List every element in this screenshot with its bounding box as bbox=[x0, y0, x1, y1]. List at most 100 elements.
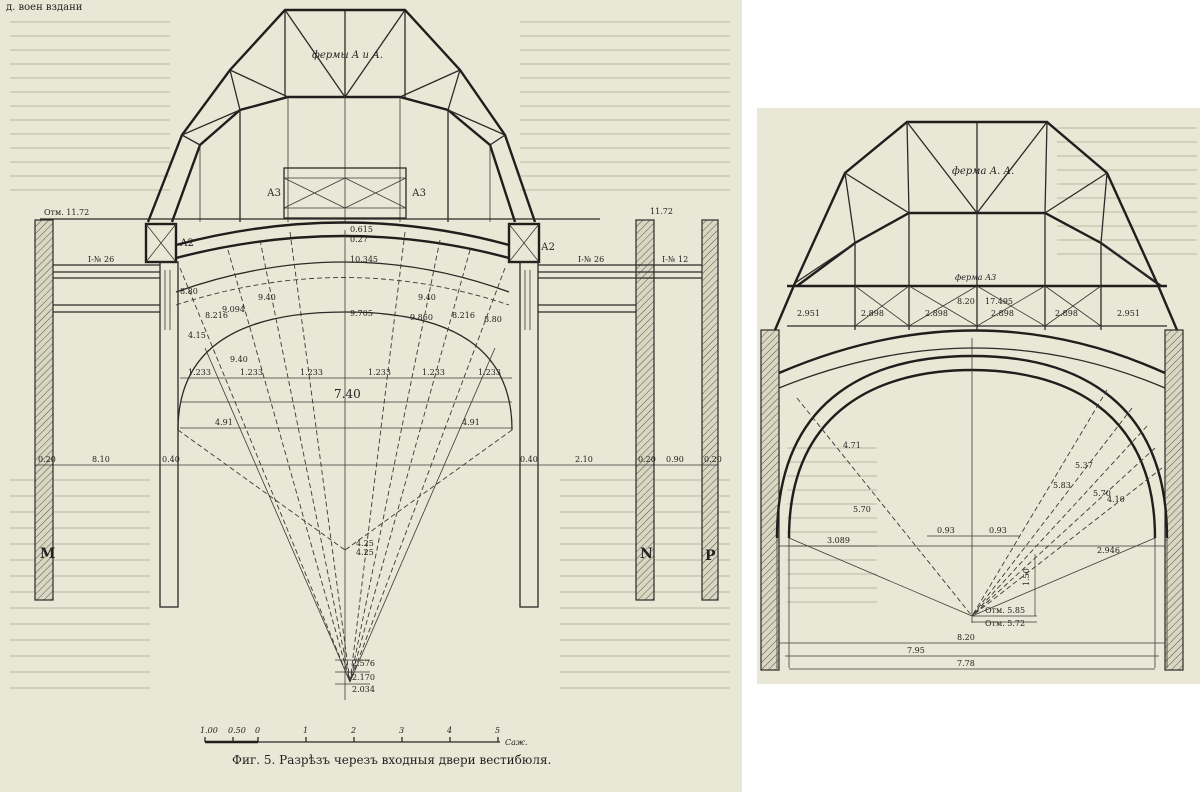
right-truss-label: ферма А. А. bbox=[952, 166, 1014, 177]
figure-caption: Фиг. 5. Разрѣзъ черезъ входныя двери вес… bbox=[232, 753, 551, 767]
bottom-dim-6: 0.20 bbox=[638, 455, 656, 464]
beams bbox=[53, 264, 702, 313]
right-radius-lines bbox=[788, 338, 1163, 623]
node-box-left bbox=[144, 222, 178, 264]
node-label-a3-right: А3 bbox=[412, 188, 426, 199]
crown-dim-3: 10.345 bbox=[350, 255, 378, 264]
pier-right bbox=[519, 261, 539, 608]
radius-label-5: 9.40 bbox=[418, 293, 436, 302]
scale-label-4: 1 bbox=[303, 726, 308, 735]
scale-label-1: 1.00 bbox=[200, 726, 218, 735]
radius-label-1: 8.80 bbox=[180, 287, 198, 296]
right-span-3: 7.78 bbox=[957, 659, 975, 668]
crown-dim-1: 0.615 bbox=[350, 225, 373, 234]
right-radius-6: 4.10 bbox=[1107, 495, 1125, 504]
bottom-dim-3: 0.40 bbox=[162, 455, 180, 464]
background-text-lines bbox=[10, 21, 730, 689]
right-span-1: 8.20 bbox=[957, 633, 975, 642]
crown-dim-4: 9.705 bbox=[350, 309, 373, 318]
right-radius-5: 5.70 bbox=[1093, 489, 1111, 498]
scale-label-3: 0 bbox=[255, 726, 260, 735]
scale-label-6: 3 bbox=[399, 726, 404, 735]
right-background-text bbox=[787, 127, 1197, 603]
center-dim-0: 4.25 bbox=[356, 539, 374, 548]
right-panel-dim-5: 2.898 bbox=[1055, 309, 1078, 318]
segment-6: 1.233 bbox=[478, 368, 501, 377]
scale-label-2: 0.50 bbox=[228, 726, 246, 735]
segment-3: 1.233 bbox=[300, 368, 323, 377]
segment-2: 1.233 bbox=[240, 368, 263, 377]
right-radius-1: 4.71 bbox=[843, 441, 861, 450]
bottom-dim-2: 8.10 bbox=[92, 455, 110, 464]
bottom-dim-7: 0.90 bbox=[666, 455, 684, 464]
node-label-a3-left: А3 bbox=[267, 188, 281, 199]
wall-letter-n: N bbox=[640, 546, 653, 562]
right-center-dim-1: 0.93 bbox=[937, 526, 955, 535]
wall-letter-p: P bbox=[705, 548, 716, 564]
vault-arches bbox=[175, 221, 513, 431]
right-half-span-1: 3.089 bbox=[827, 536, 850, 545]
right-height-dim: 1.50 bbox=[1022, 568, 1031, 586]
roof-truss: фермы А и А. bbox=[146, 8, 537, 223]
radius-label-7: 8.80 bbox=[484, 315, 502, 324]
bottom-dim-4: 0.40 bbox=[520, 455, 538, 464]
right-center-dim-2: 0.93 bbox=[989, 526, 1007, 535]
node-box-right bbox=[507, 222, 541, 264]
beam-label-right: I-№ 26 bbox=[578, 255, 604, 264]
node-label-a2-left: А2 bbox=[180, 238, 194, 249]
crown-dim-5: 9.860 bbox=[410, 313, 433, 322]
radius-label-3: 9.094 bbox=[222, 305, 245, 314]
half-span-right: 4.91 bbox=[462, 418, 480, 427]
radius-label-8: 4.15 bbox=[188, 331, 206, 340]
span-label: 7.40 bbox=[334, 387, 361, 401]
radius-lines bbox=[177, 230, 513, 700]
half-span-left: 4.91 bbox=[215, 418, 233, 427]
radius-label-2: 8.216 bbox=[205, 311, 228, 320]
wall-letter-m: M bbox=[40, 546, 56, 562]
segment-4: 1.233 bbox=[368, 368, 391, 377]
right-radius-4: 5.37 bbox=[1075, 461, 1093, 470]
center-dim-2: 2.170 bbox=[352, 673, 375, 682]
scale-label-7: 4 bbox=[446, 726, 452, 735]
bottom-dim-8: 0.20 bbox=[704, 455, 722, 464]
left-section-drawing: д. воен вздани bbox=[6, 2, 730, 767]
scale-label-5: 2 bbox=[350, 726, 356, 735]
right-radius-2: 5.70 bbox=[853, 505, 871, 514]
header-text: д. воен вздани bbox=[6, 2, 83, 13]
bottom-dim-1: 0.20 bbox=[38, 455, 56, 464]
beam-label-left: I-№ 26 bbox=[88, 255, 114, 264]
elevation-right-label: 11.72 bbox=[650, 207, 673, 216]
right-panel-dim-4: 2.898 bbox=[991, 309, 1014, 318]
right-section-drawing: ферма А. А. ферма А3 8.20 17.495 2.951 2… bbox=[760, 120, 1197, 671]
crown-dim-2: 0.27 bbox=[350, 235, 368, 244]
right-truss: ферма А. А. ферма А3 bbox=[773, 120, 1179, 331]
radius-label-9: 9.40 bbox=[230, 355, 248, 364]
right-panel-dim-6: 2.951 bbox=[1117, 309, 1140, 318]
radius-label-4: 9.40 bbox=[258, 293, 276, 302]
right-elevation-2: Отм. 5.72 bbox=[985, 619, 1025, 628]
right-drawing-sheet: ферма А. А. ферма А3 8.20 17.495 2.951 2… bbox=[757, 108, 1200, 684]
scale-bar bbox=[204, 737, 500, 744]
radius-label-10: 4.25 bbox=[356, 548, 374, 557]
scale-label-8: 5 bbox=[495, 726, 500, 735]
pier-left bbox=[159, 261, 179, 608]
elevation-label: Отм. 11.72 bbox=[44, 208, 89, 217]
scale-unit: Саж. bbox=[505, 738, 528, 747]
right-wall-right bbox=[1164, 329, 1184, 671]
right-truss-label-lower: ферма А3 bbox=[955, 273, 996, 282]
right-top-dim-2: 17.495 bbox=[985, 297, 1013, 306]
wall-p bbox=[701, 219, 719, 601]
wall-m bbox=[34, 219, 54, 601]
left-drawing-sheet: д. воен вздани bbox=[0, 0, 742, 792]
right-panel-dim-2: 2.898 bbox=[861, 309, 884, 318]
right-wall-left bbox=[760, 329, 780, 671]
right-panel-dim-3: 2.898 bbox=[925, 309, 948, 318]
node-label-a2-right: А2 bbox=[541, 242, 555, 253]
right-half-span-2: 2.946 bbox=[1097, 546, 1120, 555]
wall-n bbox=[635, 219, 655, 601]
right-span-2: 7.95 bbox=[907, 646, 925, 655]
right-panel-dim-1: 2.951 bbox=[797, 309, 820, 318]
center-dim-3: 2.034 bbox=[352, 685, 375, 694]
right-elevation-1: Отм. 5.85 bbox=[985, 606, 1025, 615]
